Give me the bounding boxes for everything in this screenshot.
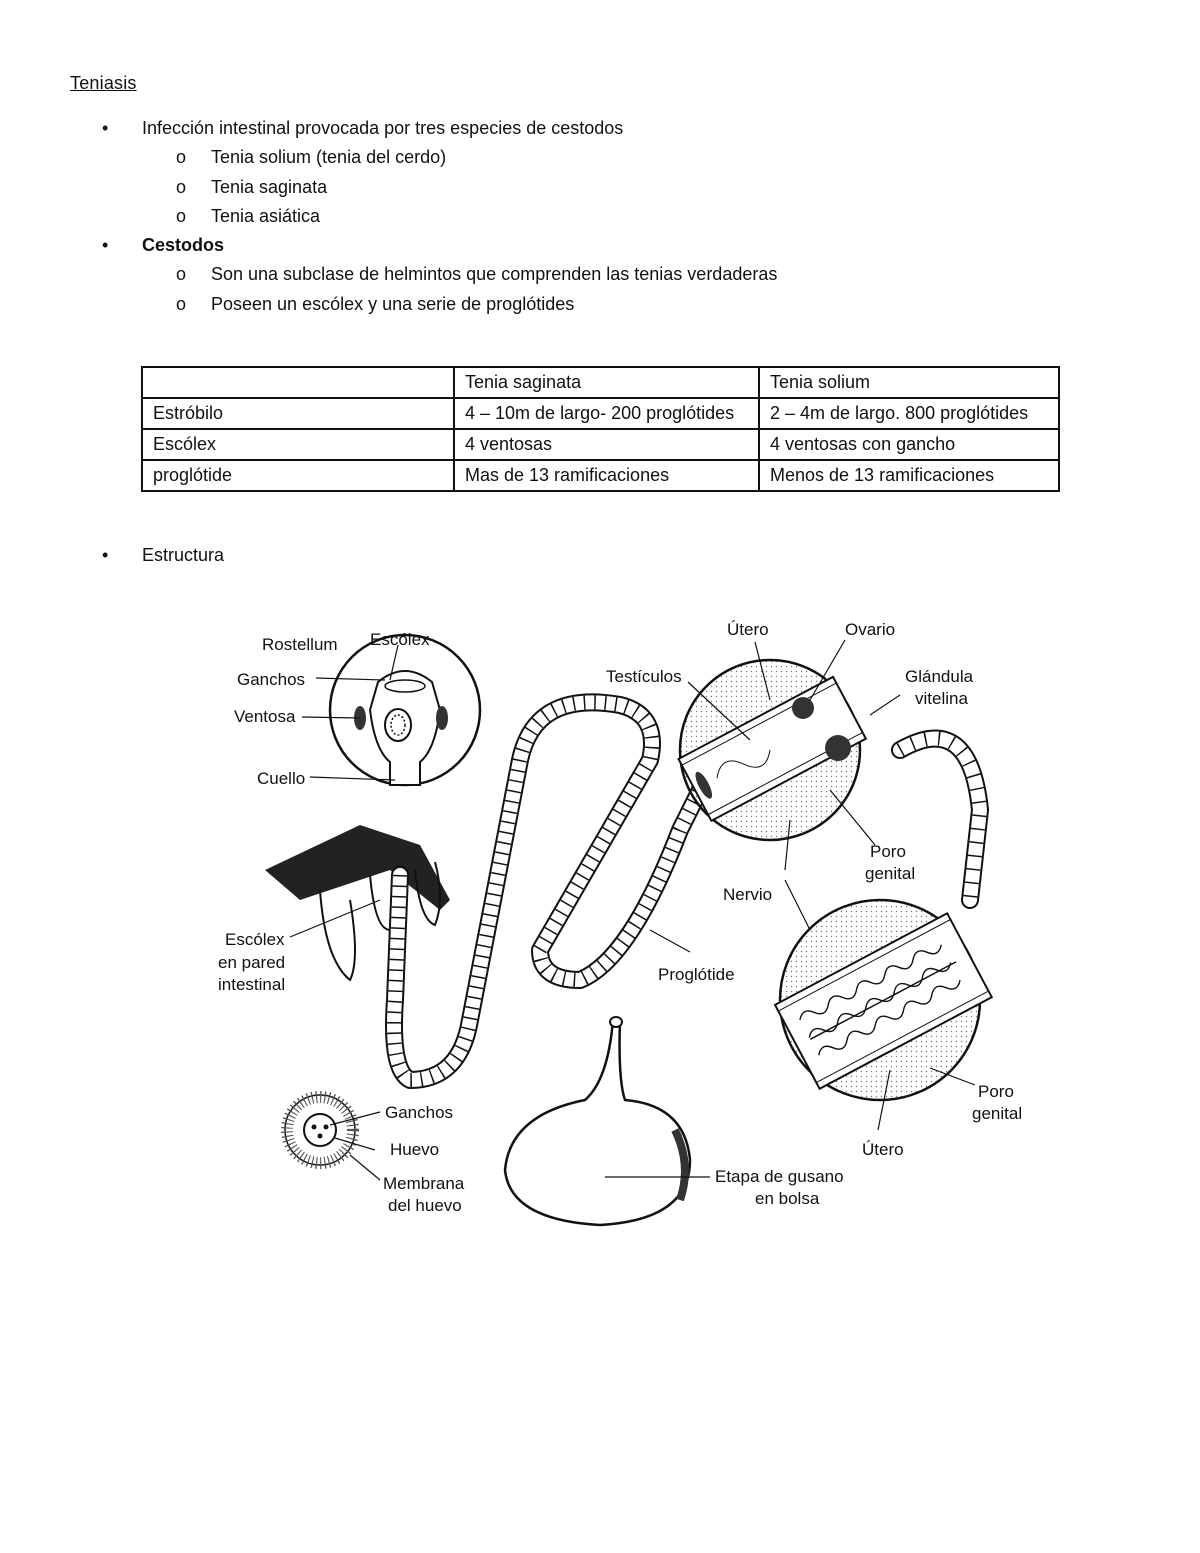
table-row: Estróbilo 4 – 10m de largo- 200 proglóti… [142, 398, 1059, 429]
bullet-text: Infección intestinal provocada por tres … [142, 118, 623, 139]
sub-bullet-text: Poseen un escólex y una serie de proglót… [211, 294, 574, 315]
sub-bullet-text: Tenia asiática [211, 206, 320, 227]
label-poro-b1: Poro [978, 1082, 1014, 1101]
bullet-icon: • [102, 545, 122, 566]
cysticercus-detail [505, 1017, 690, 1225]
label-etapa-1: Etapa de gusano [715, 1167, 844, 1186]
table-cell: 4 ventosas [454, 429, 759, 460]
label-rostellum: Rostellum [262, 635, 338, 654]
label-nervio: Nervio [723, 885, 772, 904]
bullet-text: Cestodos [142, 235, 224, 256]
table-cell: Mas de 13 ramificaciones [454, 460, 759, 491]
label-proglotide: Proglótide [658, 965, 735, 984]
table-header-cell: Tenia saginata [454, 367, 759, 398]
label-ovario: Ovario [845, 620, 895, 639]
sub-bullet-text: Tenia solium (tenia del cerdo) [211, 147, 446, 168]
bullet-text: Estructura [142, 545, 224, 566]
bullet-icon: • [102, 118, 122, 139]
sub-bullet-icon: o [176, 177, 186, 198]
bullet-icon: • [102, 235, 122, 256]
sub-bullet-icon: o [176, 264, 186, 285]
label-poro-b2: genital [972, 1104, 1022, 1123]
table-row: proglótide Mas de 13 ramificaciones Meno… [142, 460, 1059, 491]
table-cell: proglótide [142, 460, 454, 491]
table-header-cell: Tenia solium [759, 367, 1059, 398]
comparison-table: Tenia saginata Tenia solium Estróbilo 4 … [141, 366, 1060, 492]
label-ganchos-egg: Ganchos [385, 1103, 453, 1122]
gravid-proglottid-detail [775, 900, 992, 1100]
label-cuello: Cuello [257, 769, 305, 788]
table-header-row: Tenia saginata Tenia solium [142, 367, 1059, 398]
egg-detail [285, 1095, 355, 1165]
label-glandula-1: Glándula [905, 667, 974, 686]
sub-bullet-text: Tenia saginata [211, 177, 327, 198]
table-cell: Escólex [142, 429, 454, 460]
table-row: Escólex 4 ventosas 4 ventosas con gancho [142, 429, 1059, 460]
tapeworm-structure-diagram: Rostellum Escólex Ganchos Ventosa Cuello… [210, 600, 1060, 1240]
label-glandula-2: vitelina [915, 689, 968, 708]
label-membrana-1: Membrana [383, 1174, 465, 1193]
table-cell: Menos de 13 ramificaciones [759, 460, 1059, 491]
table-cell: 4 ventosas con gancho [759, 429, 1059, 460]
scolex-detail [330, 635, 480, 785]
table-header-cell [142, 367, 454, 398]
label-escolex: Escólex [370, 630, 430, 649]
scolex-intestinal-wall [265, 825, 450, 980]
label-etapa-2: en bolsa [755, 1189, 820, 1208]
label-ventosa: Ventosa [234, 707, 296, 726]
label-escolex-pared-1: Escólex [225, 930, 285, 949]
sub-bullet-icon: o [176, 206, 186, 227]
table-cell: Estróbilo [142, 398, 454, 429]
table-cell: 2 – 4m de largo. 800 proglótides [759, 398, 1059, 429]
label-escolex-pared-2: en pared [218, 953, 285, 972]
label-escolex-pared-3: intestinal [218, 975, 285, 994]
label-poro-2: genital [865, 864, 915, 883]
sub-bullet-icon: o [176, 147, 186, 168]
label-huevo: Huevo [390, 1140, 439, 1159]
label-utero-top: Útero [727, 620, 769, 639]
table-cell: 4 – 10m de largo- 200 proglótides [454, 398, 759, 429]
sub-bullet-text: Son una subclase de helmintos que compre… [211, 264, 777, 285]
label-poro-1: Poro [870, 842, 906, 861]
label-utero-bottom: Útero [862, 1140, 904, 1159]
label-membrana-2: del huevo [388, 1196, 462, 1215]
label-testiculos: Testículos [606, 667, 682, 686]
document-title: Teniasis [70, 73, 137, 94]
mature-proglottid-detail [679, 660, 866, 840]
label-ganchos: Ganchos [237, 670, 305, 689]
sub-bullet-icon: o [176, 294, 186, 315]
